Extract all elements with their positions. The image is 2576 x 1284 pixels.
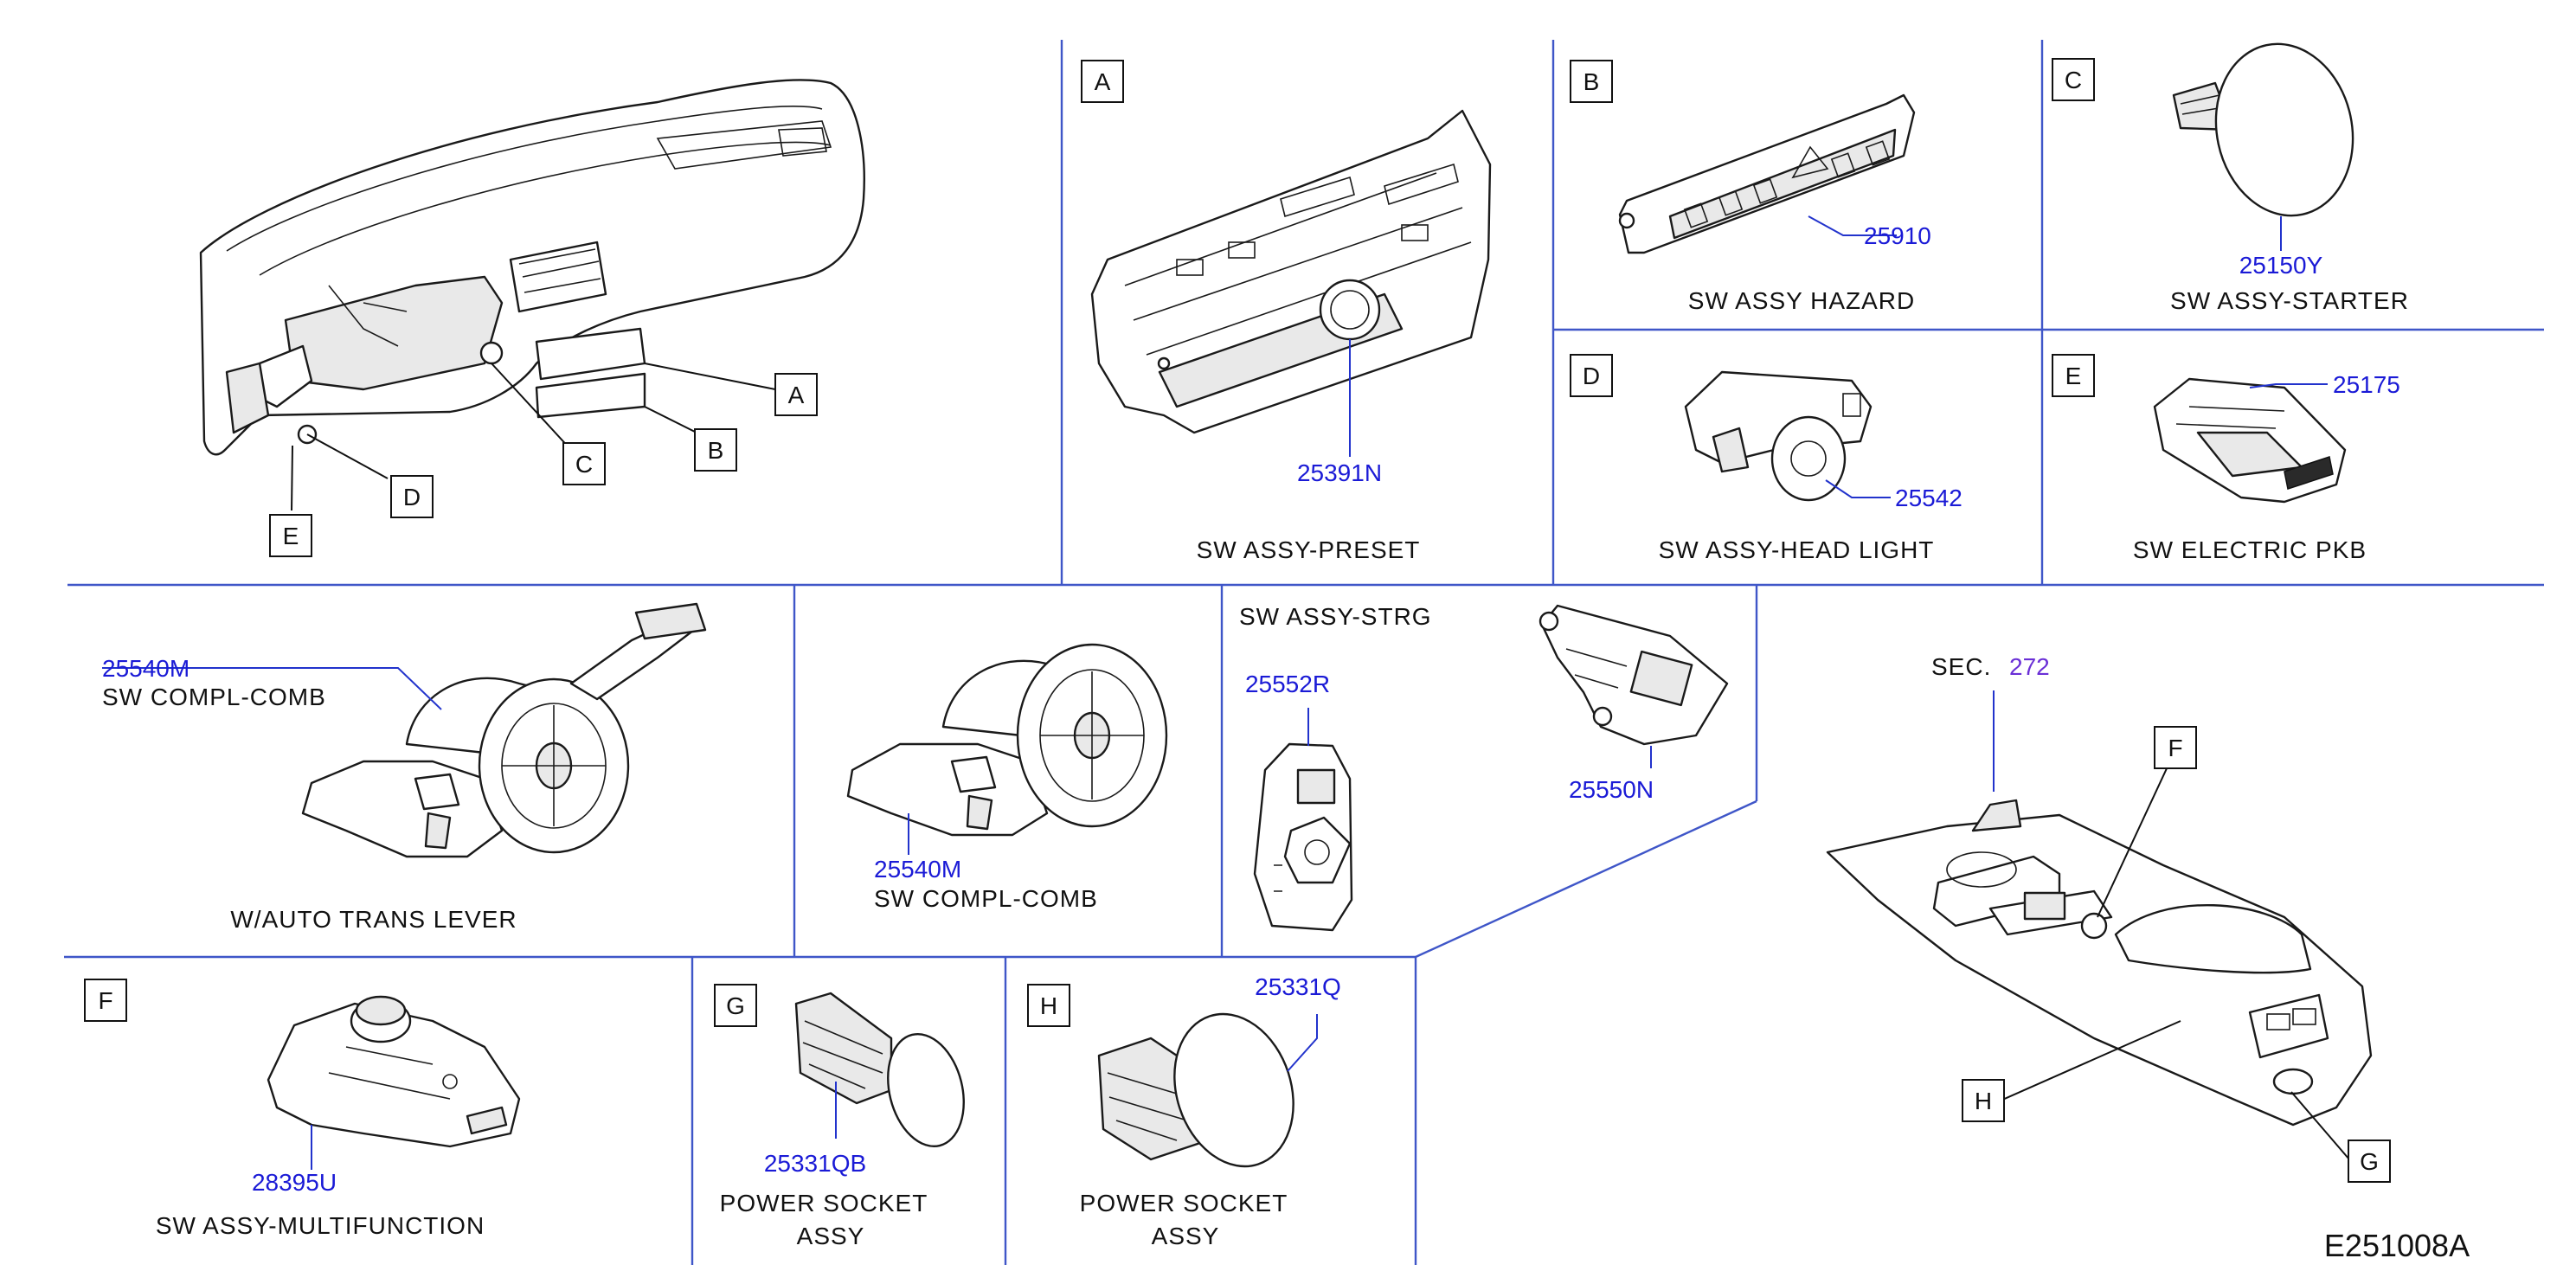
- callout-box-c-overview: C: [562, 442, 606, 485]
- callout-box-g-console: G: [2348, 1140, 2391, 1183]
- center-console-drawing: [1826, 799, 2373, 1127]
- section-label: SEC.: [1931, 653, 1991, 680]
- callout-box-b-overview: B: [694, 428, 737, 472]
- steering-switch-right-drawing: [1539, 604, 1729, 746]
- part-name: SW COMPL-COMB: [102, 684, 326, 710]
- part-number: 25550N: [1569, 776, 1654, 803]
- panel-letter: A: [1095, 68, 1111, 95]
- panel-dividers: [64, 40, 2544, 1265]
- preset-switch-drawing: [1090, 109, 1492, 434]
- panel-h: H 25331Q POWER SOCKET ASSY: [1027, 973, 1341, 1249]
- panel-f: F 28395U SW ASSY-MULTIFUNCTION: [84, 979, 521, 1239]
- callout-letter: D: [403, 484, 421, 510]
- callout-letter: G: [2360, 1148, 2379, 1175]
- multifunction-switch-drawing: [267, 995, 521, 1148]
- part-name: SW ELECTRIC PKB: [2133, 536, 2367, 563]
- panel-strg: SW ASSY-STRG 25552R 25550N: [1239, 603, 1729, 932]
- combination-switch-auto-drawing: [301, 602, 707, 858]
- panel-letter: C: [2065, 67, 2082, 93]
- part-number: 25331Q: [1255, 973, 1341, 1000]
- part-number: 25540M: [102, 655, 190, 682]
- part-number: 25542: [1895, 485, 1963, 511]
- panel-g: G 25331QB POWER SOCKET ASSY: [714, 984, 965, 1249]
- panel-letter: F: [98, 987, 112, 1014]
- section-reference: SEC. 272: [1931, 653, 2050, 792]
- callout-box-a-overview: A: [774, 373, 818, 416]
- part-name: ASSY: [797, 1223, 865, 1249]
- section-number: 272: [2009, 653, 2050, 680]
- variant-note: W/AUTO TRANS LEVER: [230, 906, 517, 933]
- panel-letter: H: [1040, 992, 1057, 1019]
- part-name: SW ASSY-HEAD LIGHT: [1659, 536, 1935, 563]
- part-number: 28395U: [252, 1169, 337, 1196]
- callout-box-h-console: H: [1962, 1079, 2005, 1122]
- part-name: SW ASSY HAZARD: [1688, 287, 1915, 314]
- panel-d: D 25542 SW ASSY-HEAD LIGHT: [1570, 354, 1963, 563]
- callout-box-e-overview: E: [269, 514, 312, 557]
- headlight-switch-drawing: [1684, 370, 1873, 502]
- part-number: 25910: [1864, 222, 1931, 249]
- part-number: 25150Y: [2239, 252, 2323, 279]
- panel-e: E 25175 SW ELECTRIC PKB: [2052, 354, 2400, 563]
- part-name: SW ASSY-STARTER: [2170, 287, 2409, 314]
- overview-callout-leaders: [291, 363, 776, 511]
- panel-letter: D: [1583, 363, 1600, 389]
- hazard-switch-drawing: [1618, 93, 1916, 254]
- panel-letter: B: [1584, 68, 1600, 95]
- power-socket-g-drawing: [794, 992, 965, 1148]
- part-name: SW ASSY-PRESET: [1197, 536, 1421, 563]
- console-callout-leaders: [2000, 766, 2350, 1160]
- starter-switch-drawing: [2172, 42, 2354, 217]
- panel-a: A 25391N SW ASSY-PRESET: [1081, 60, 1492, 563]
- dashboard-overview-drawing: [199, 79, 865, 456]
- part-number: 25391N: [1297, 459, 1382, 486]
- panel-comb: 25540M SW COMPL-COMB: [846, 643, 1168, 912]
- assembly-title: SW ASSY-STRG: [1239, 603, 1432, 630]
- part-number: 25552R: [1245, 671, 1330, 697]
- panel-letter: E: [2065, 363, 2082, 389]
- diagram-code: E251008A: [2324, 1228, 2470, 1263]
- part-name: POWER SOCKET: [720, 1190, 928, 1217]
- panel-c: C 25150Y SW ASSY-STARTER: [2052, 42, 2409, 314]
- combination-switch-drawing: [846, 643, 1168, 837]
- steering-switch-left-drawing: [1253, 742, 1353, 932]
- callout-box-d-overview: D: [390, 475, 434, 518]
- part-name: POWER SOCKET: [1080, 1190, 1288, 1217]
- part-number: 25175: [2333, 371, 2400, 398]
- callout-letter: E: [283, 523, 299, 549]
- panel-comb-auto: 25540M SW COMPL-COMB W/AUTO TRANS LEVER: [102, 602, 707, 933]
- part-name: SW COMPL-COMB: [874, 885, 1098, 912]
- part-number: 25540M: [874, 856, 961, 883]
- panel-letter: G: [726, 992, 745, 1019]
- part-name: SW ASSY-MULTIFUNCTION: [156, 1212, 485, 1239]
- panel-b: B 25910 SW ASSY HAZARD: [1570, 60, 1931, 314]
- callout-box-f-console: F: [2154, 726, 2197, 769]
- part-number: 25331QB: [764, 1150, 866, 1177]
- pkb-switch-drawing: [2153, 377, 2347, 504]
- power-socket-h-drawing: [1097, 1012, 1294, 1168]
- part-name: ASSY: [1152, 1223, 1220, 1249]
- callout-letter: F: [2168, 735, 2182, 761]
- callout-letter: B: [708, 437, 724, 464]
- callout-letter: H: [1975, 1088, 1992, 1114]
- callout-letter: A: [788, 382, 805, 408]
- callout-letter: C: [575, 451, 593, 478]
